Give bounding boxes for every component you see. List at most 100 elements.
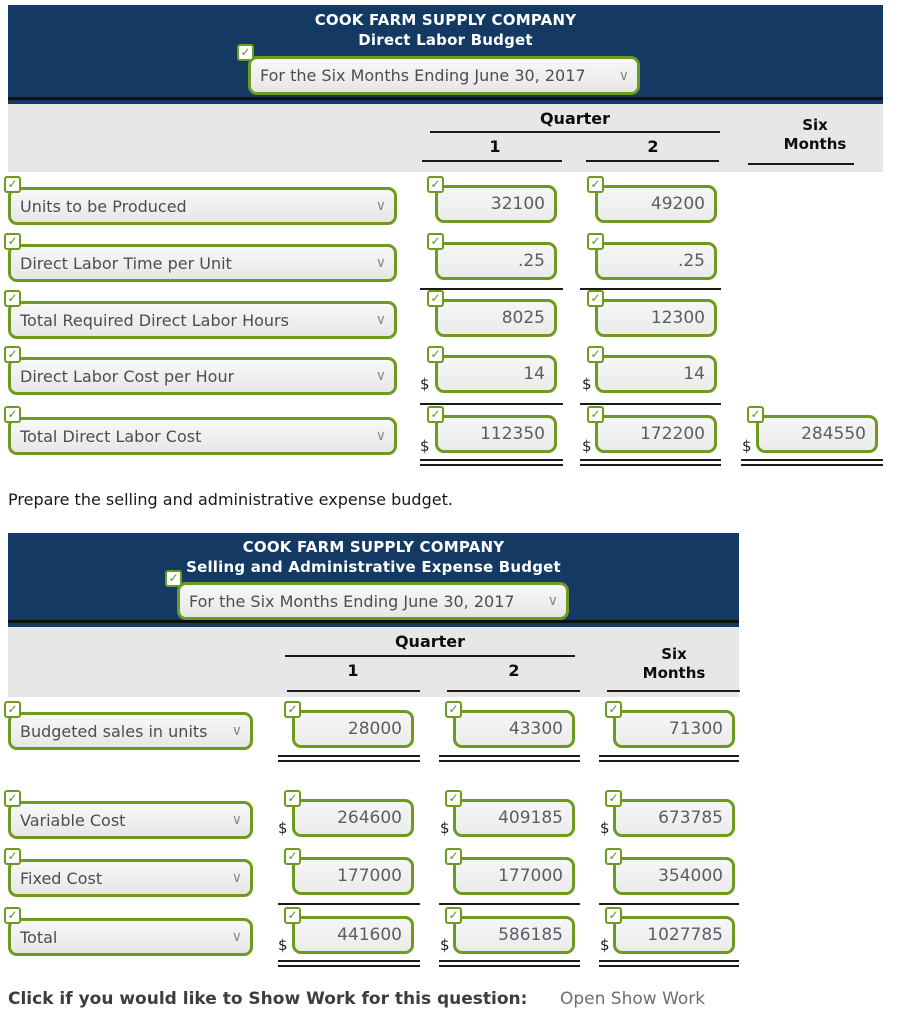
table1-row1-label-select[interactable]: Units to be Produced ∨	[8, 187, 397, 225]
table1-row5-six-months-input[interactable]	[756, 415, 878, 453]
dollar-sign: $	[600, 819, 610, 837]
cell-checkbox[interactable]: ✓	[587, 346, 604, 363]
total-rule	[580, 403, 721, 405]
table2-row4-q1-input[interactable]	[292, 916, 414, 954]
row-label: Direct Labor Time per Unit	[20, 253, 232, 273]
chevron-down-icon: ∨	[375, 428, 386, 444]
row-checkbox[interactable]: ✓	[4, 233, 21, 250]
grand-total-double-rule	[278, 960, 420, 967]
table2-row1-q2-input[interactable]	[453, 710, 575, 748]
table1-row3-q2-input[interactable]	[595, 299, 717, 337]
table2-row2-q2-input[interactable]	[453, 799, 575, 837]
cell-checkbox[interactable]: ✓	[605, 848, 622, 865]
cell-checkbox[interactable]: ✓	[605, 790, 622, 807]
table2-period-checkbox[interactable]: ✓	[165, 570, 182, 587]
table1-row2-q1-input[interactable]	[435, 242, 557, 280]
chevron-down-icon: ∨	[231, 812, 242, 828]
table2-row3-q1-input[interactable]	[292, 857, 414, 895]
row-checkbox[interactable]: ✓	[4, 406, 21, 423]
table2-row1-q1-input[interactable]	[292, 710, 414, 748]
cell-checkbox[interactable]: ✓	[445, 701, 462, 718]
row-label: Fixed Cost	[20, 868, 103, 888]
table2-row4-six-months-input[interactable]	[613, 916, 735, 954]
cell-checkbox[interactable]: ✓	[427, 290, 444, 307]
cell-checkbox[interactable]: ✓	[427, 346, 444, 363]
quarter-underline	[430, 131, 720, 133]
table1-col2-header: 2	[647, 137, 659, 156]
grand-total-double-rule	[599, 960, 739, 967]
cell-checkbox[interactable]: ✓	[427, 176, 444, 193]
table2-six-months-header-line1: Six	[661, 645, 687, 663]
cell-checkbox[interactable]: ✓	[284, 790, 301, 807]
row-label: Total Required Direct Labor Hours	[20, 310, 289, 330]
dollar-sign: $	[278, 936, 288, 954]
table1-row1-q1-input[interactable]	[435, 185, 557, 223]
grand-total-double-rule	[580, 459, 721, 466]
table1-row4-q2-input[interactable]	[595, 355, 717, 393]
table2-col2-header: 2	[508, 661, 520, 680]
table1-row5-q2-input[interactable]	[595, 415, 717, 453]
cell-checkbox[interactable]: ✓	[587, 290, 604, 307]
table1-row2-q2-input[interactable]	[595, 242, 717, 280]
row-checkbox[interactable]: ✓	[4, 907, 21, 924]
table2-row2-label-select[interactable]: Variable Cost ∨	[8, 801, 253, 839]
table2-column-header-band	[8, 627, 739, 697]
total-rule	[439, 903, 580, 905]
cell-checkbox[interactable]: ✓	[587, 406, 604, 423]
row-checkbox[interactable]: ✓	[4, 176, 21, 193]
row-label: Budgeted sales in units	[20, 721, 208, 741]
instruction-text: Prepare the selling and administrative e…	[8, 490, 453, 509]
cell-checkbox[interactable]: ✓	[605, 701, 622, 718]
row-checkbox[interactable]: ✓	[4, 346, 21, 363]
cell-checkbox[interactable]: ✓	[284, 848, 301, 865]
cell-checkbox[interactable]: ✓	[284, 907, 301, 924]
cell-checkbox[interactable]: ✓	[427, 233, 444, 250]
show-work-prompt: Click if you would like to Show Work for…	[8, 989, 528, 1009]
table2-row1-label-select[interactable]: Budgeted sales in units ∨	[8, 712, 253, 750]
cell-checkbox[interactable]: ✓	[445, 907, 462, 924]
table1-row2-label-select[interactable]: Direct Labor Time per Unit ∨	[8, 244, 397, 282]
cell-checkbox[interactable]: ✓	[605, 907, 622, 924]
chevron-down-icon: ∨	[231, 929, 242, 945]
table2-row3-label-select[interactable]: Fixed Cost ∨	[8, 859, 253, 897]
table1-row4-label-select[interactable]: Direct Labor Cost per Hour ∨	[8, 357, 397, 395]
table2-row4-q2-input[interactable]	[453, 916, 575, 954]
row-checkbox[interactable]: ✓	[4, 848, 21, 865]
table1-row1-q2-input[interactable]	[595, 185, 717, 223]
cell-checkbox[interactable]: ✓	[747, 406, 764, 423]
table1-row3-label-select[interactable]: Total Required Direct Labor Hours ∨	[8, 301, 397, 339]
cell-checkbox[interactable]: ✓	[587, 233, 604, 250]
table2-row2-six-months-input[interactable]	[613, 799, 735, 837]
cell-checkbox[interactable]: ✓	[445, 848, 462, 865]
table1-period-select[interactable]: For the Six Months Ending June 30, 2017 …	[248, 56, 640, 95]
cell-checkbox[interactable]: ✓	[445, 790, 462, 807]
row-label: Total Direct Labor Cost	[20, 426, 202, 446]
table1-row5-q1-input[interactable]	[435, 415, 557, 453]
total-rule	[420, 403, 563, 405]
cell-checkbox[interactable]: ✓	[284, 701, 301, 718]
table1-row3-q1-input[interactable]	[435, 299, 557, 337]
row-checkbox[interactable]: ✓	[4, 290, 21, 307]
table2-row4-label-select[interactable]: Total ∨	[8, 918, 253, 956]
table1-period-checkbox[interactable]: ✓	[237, 44, 254, 61]
table2-row3-q2-input[interactable]	[453, 857, 575, 895]
table1-period-value: For the Six Months Ending June 30, 2017	[260, 66, 586, 85]
table2-company-title: COOK FARM SUPPLY COMPANY	[242, 538, 505, 556]
row-label: Direct Labor Cost per Hour	[20, 366, 235, 386]
cell-checkbox[interactable]: ✓	[587, 176, 604, 193]
row-checkbox[interactable]: ✓	[4, 790, 21, 807]
table2-row2-q1-input[interactable]	[292, 799, 414, 837]
table1-quarter-header: Quarter	[539, 109, 611, 128]
table2-row3-six-months-input[interactable]	[613, 857, 735, 895]
open-show-work-link[interactable]: Open Show Work	[560, 989, 706, 1009]
table1-row4-q1-input[interactable]	[435, 355, 557, 393]
table2-period-select[interactable]: For the Six Months Ending June 30, 2017 …	[177, 582, 569, 620]
row-checkbox[interactable]: ✓	[4, 701, 21, 718]
table1-row5-label-select[interactable]: Total Direct Labor Cost ∨	[8, 417, 397, 455]
chevron-down-icon: ∨	[231, 723, 242, 739]
col2-underline	[586, 160, 719, 162]
chevron-down-icon: ∨	[375, 255, 386, 271]
table2-row1-six-months-input[interactable]	[613, 710, 735, 748]
cell-checkbox[interactable]: ✓	[427, 406, 444, 423]
header-divider	[8, 620, 739, 623]
